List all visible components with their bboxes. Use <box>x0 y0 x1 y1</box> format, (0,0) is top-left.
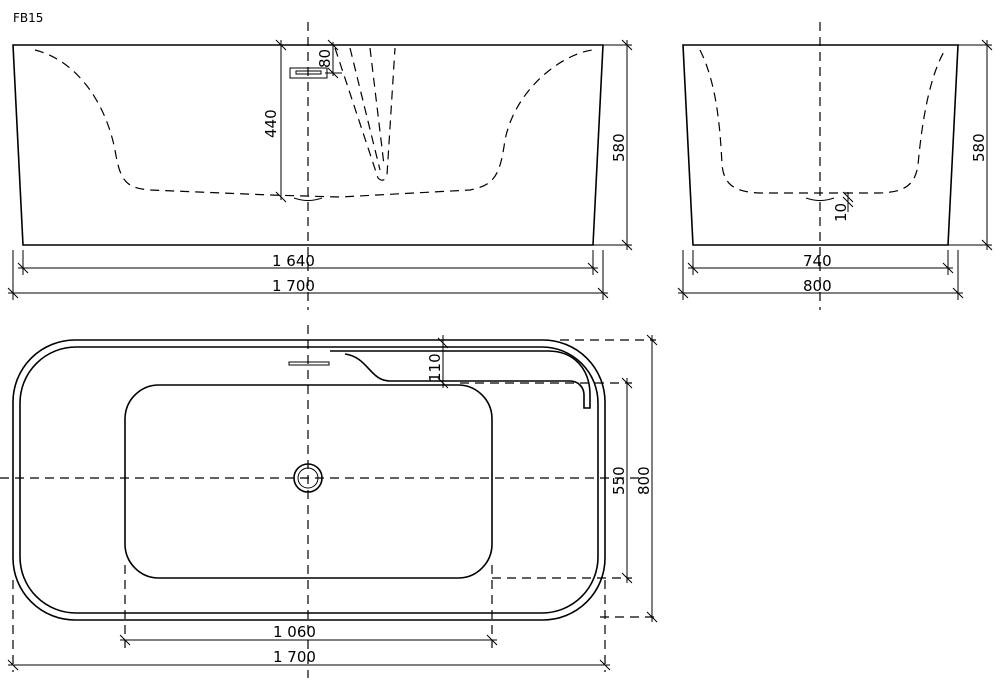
plan-ledge <box>330 350 591 409</box>
front-ledge-dashed <box>334 47 396 181</box>
dim-1700-front: 1 700 <box>272 277 315 295</box>
plan-overflow-icon <box>288 361 330 366</box>
plan-view: 110 550 800 1 060 1 700 <box>0 325 658 678</box>
dim-800-side: 800 <box>803 277 832 295</box>
model-label: FB15 <box>13 11 43 25</box>
dim-550: 550 <box>610 466 628 495</box>
drain-icon <box>293 197 323 201</box>
dim-80: 80 <box>316 49 334 68</box>
front-inner-profile <box>34 49 593 198</box>
dim-740: 740 <box>803 252 832 270</box>
plan-inner-rim <box>19 346 599 614</box>
front-view: 440 80 580 1 640 1 700 <box>7 22 633 310</box>
dim-110: 110 <box>426 353 444 382</box>
dim-1060: 1 060 <box>273 623 316 641</box>
dim-1640: 1 640 <box>272 252 315 270</box>
dim-580-front: 580 <box>610 133 628 162</box>
side-inner-profile <box>699 49 946 194</box>
dim-580-side: 580 <box>970 133 988 162</box>
dim-800-plan: 800 <box>635 466 653 495</box>
side-drain-icon <box>805 197 835 201</box>
plan-outer-rim <box>12 339 606 621</box>
dim-1700-plan: 1 700 <box>273 648 316 666</box>
dim-440: 440 <box>262 109 280 138</box>
side-view: 10 580 740 800 <box>677 22 993 310</box>
dim-10: 10 <box>832 203 850 222</box>
